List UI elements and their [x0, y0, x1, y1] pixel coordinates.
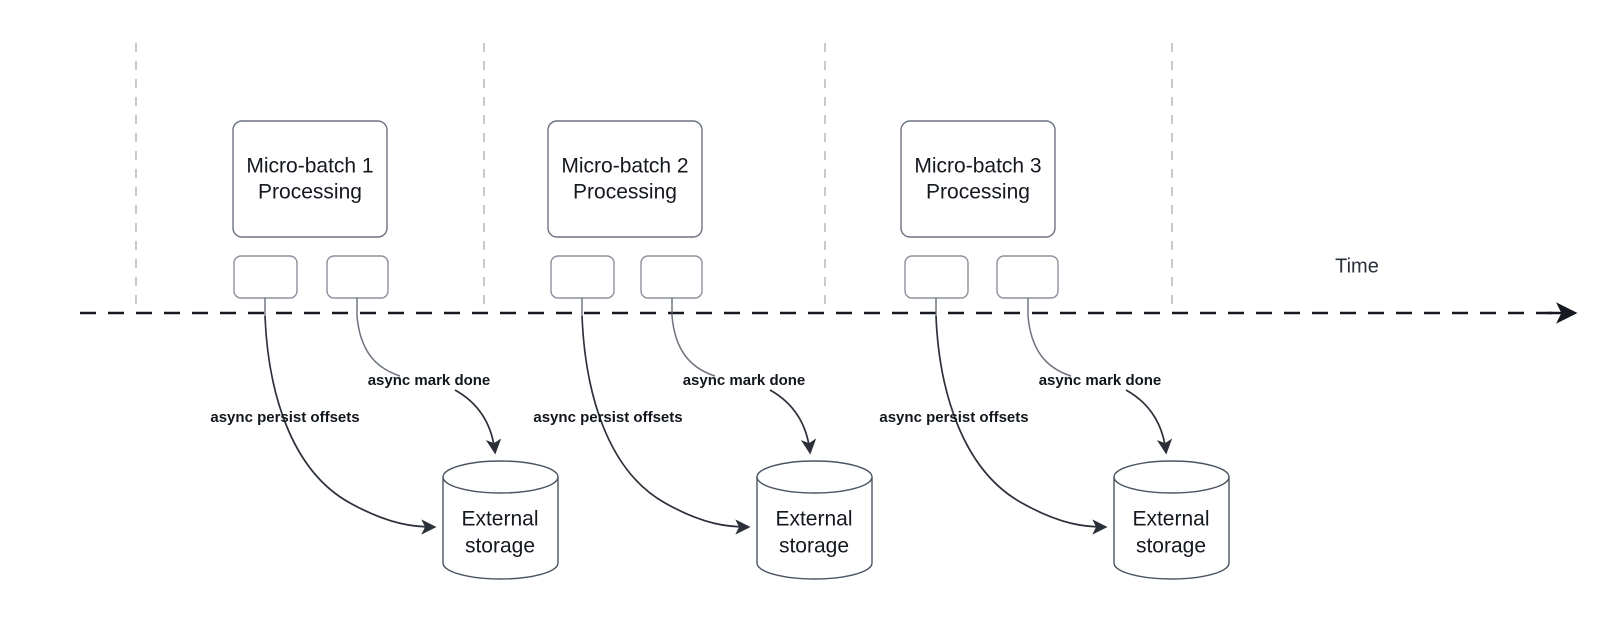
- external-storage-3[interactable]: External storage: [1113, 460, 1230, 580]
- micro-batch-box-3[interactable]: [900, 120, 1056, 238]
- external-storage-1-line1: External: [461, 508, 538, 531]
- external-storage-3-top: [1113, 460, 1230, 494]
- micro-batch-box-3-line2: Processing: [926, 181, 1030, 204]
- group-2-mini-box-right[interactable]: [640, 255, 703, 299]
- external-storage-3-line2: storage: [1136, 535, 1206, 558]
- external-storage-1-top: [442, 460, 559, 494]
- group-2: Micro-batch 2 Processing async persist o…: [533, 120, 873, 580]
- timeline-gridlines: [135, 43, 1173, 310]
- group-1-mini-box-left[interactable]: [233, 255, 298, 299]
- external-storage-3-body: [1113, 477, 1230, 580]
- micro-batch-box-2-line1: Micro-batch 2: [561, 155, 688, 178]
- group-3-mini-box-left[interactable]: [904, 255, 969, 299]
- group-2-mini-box-left[interactable]: [550, 255, 615, 299]
- external-storage-2[interactable]: External storage: [756, 460, 873, 580]
- group-2-edge-mark-done-seg1: [671, 315, 716, 377]
- external-storage-2-top: [756, 460, 873, 494]
- time-axis-label: Time: [1335, 255, 1379, 277]
- external-storage-3-line1: External: [1132, 508, 1209, 531]
- group-3: Micro-batch 3 Processing async persist o…: [879, 120, 1230, 580]
- group-1-edge-mark-done-label: async mark done: [368, 372, 491, 389]
- group-3-edge-persist-offsets: [935, 315, 1108, 535]
- group-3-edge-mark-done-seg1: [1027, 315, 1072, 377]
- micro-batch-box-3-line1: Micro-batch 3: [914, 155, 1041, 178]
- group-1-edge-persist-offsets: [264, 315, 437, 535]
- micro-batch-box-2[interactable]: [547, 120, 703, 238]
- group-3-edge-persist-offsets-label: async persist offsets: [879, 409, 1028, 426]
- group-2-edge-mark-done-seg2: [769, 389, 817, 455]
- external-storage-2-body: [756, 477, 873, 580]
- group-1-edge-mark-done-seg1: [356, 315, 401, 377]
- group-2-edge-persist-offsets: [581, 315, 751, 535]
- group-3-edge-mark-done-seg2: [1125, 389, 1173, 455]
- group-3-mini-box-right[interactable]: [996, 255, 1059, 299]
- external-storage-1[interactable]: External storage: [442, 460, 559, 580]
- micro-batch-box-1-line2: Processing: [258, 181, 362, 204]
- time-axis: Time: [80, 255, 1578, 324]
- external-storage-1-line2: storage: [465, 535, 535, 558]
- external-storage-1-body: [442, 477, 559, 580]
- group-1: Micro-batch 1 Processing async persist o…: [210, 120, 559, 580]
- group-1-mini-box-right[interactable]: [326, 255, 389, 299]
- micro-batch-box-2-line2: Processing: [573, 181, 677, 204]
- external-storage-2-line1: External: [775, 508, 852, 531]
- micro-batch-box-1[interactable]: [232, 120, 388, 238]
- group-1-edge-mark-done-seg2: [454, 389, 502, 455]
- micro-batch-box-1-line1: Micro-batch 1: [246, 155, 373, 178]
- external-storage-2-line2: storage: [779, 535, 849, 558]
- group-2-edge-persist-offsets-label: async persist offsets: [533, 409, 682, 426]
- group-2-edge-mark-done-label: async mark done: [683, 372, 806, 389]
- group-1-edge-persist-offsets-label: async persist offsets: [210, 409, 359, 426]
- group-3-edge-mark-done-label: async mark done: [1039, 372, 1162, 389]
